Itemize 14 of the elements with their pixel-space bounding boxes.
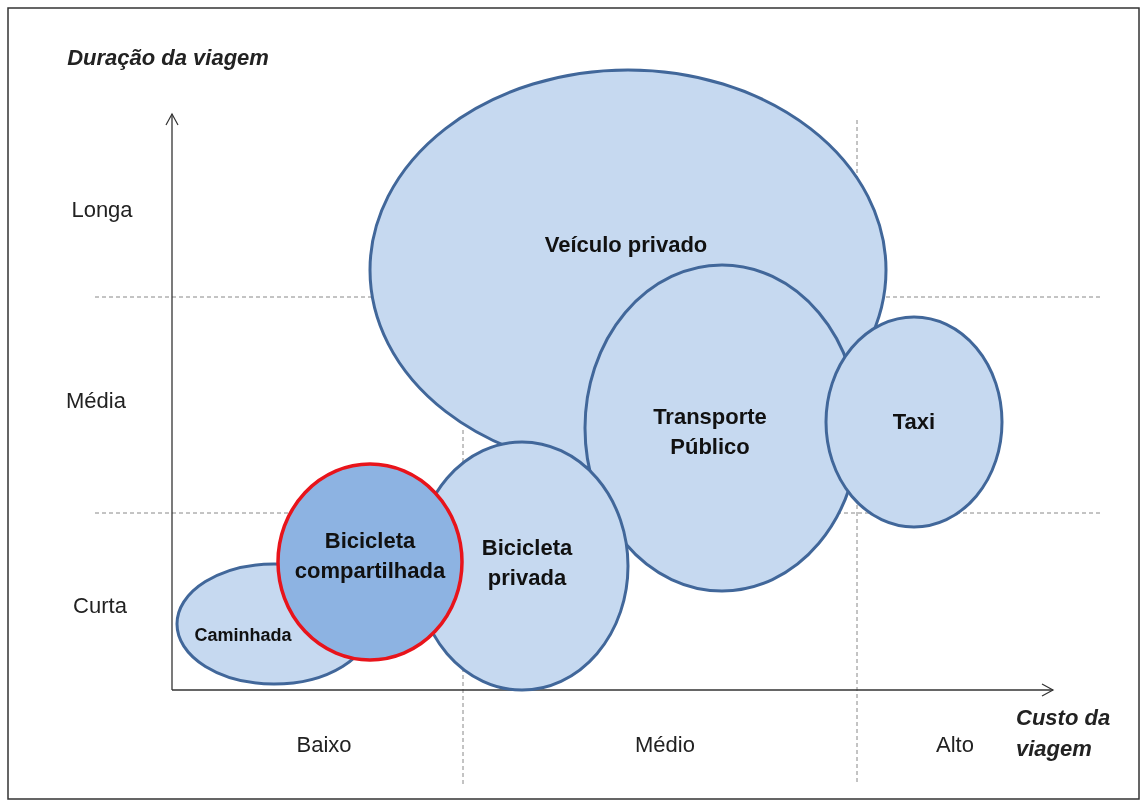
axis-title: Custo da viagem	[1016, 704, 1112, 763]
bubble-label: Bicicleta privada	[480, 534, 574, 592]
bubble-label: Transporte Público	[652, 403, 768, 461]
axis-tick-label: Baixo	[296, 732, 352, 758]
axis-tick-label: Curta	[73, 593, 127, 619]
bubble-label: Taxi	[891, 408, 937, 437]
axis-tick-label: Médio	[635, 732, 695, 758]
bubble-label: Veículo privado	[543, 231, 709, 260]
bubble-label: Caminhada	[193, 623, 293, 647]
axis-tick-label: Longa	[71, 197, 133, 223]
axis-title: Duração da viagem	[67, 45, 269, 71]
axis-tick-label: Alto	[936, 732, 974, 758]
bubble-label: Bicicleta compartilhada	[293, 527, 447, 585]
axis-tick-label: Média	[66, 388, 126, 414]
